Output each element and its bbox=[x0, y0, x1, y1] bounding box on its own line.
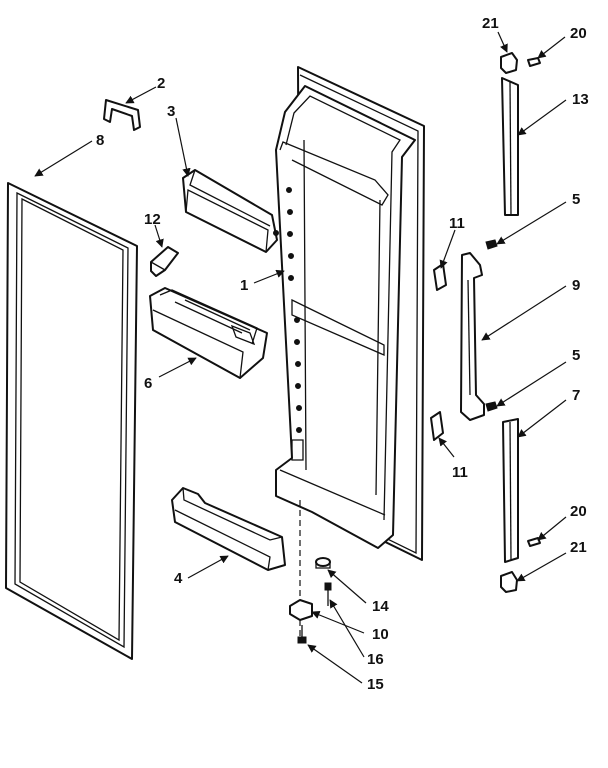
callout-6: 6 bbox=[144, 375, 152, 392]
leader-16 bbox=[329, 599, 365, 658]
callout-16: 16 bbox=[367, 651, 384, 668]
leader-10 bbox=[311, 610, 365, 634]
door-trim-top bbox=[501, 77, 519, 216]
leader-2 bbox=[125, 86, 157, 104]
callout-13: 13 bbox=[572, 91, 589, 108]
leader-14 bbox=[327, 569, 367, 604]
handle-end-cap-bottom bbox=[430, 411, 444, 441]
leader-9 bbox=[481, 285, 567, 341]
callout-9: 9 bbox=[572, 277, 580, 294]
leader-21b bbox=[516, 552, 567, 582]
door-bin bbox=[171, 487, 286, 571]
callout-21: 21 bbox=[570, 539, 587, 556]
leader-lines bbox=[34, 31, 567, 684]
door-gasket bbox=[5, 182, 138, 660]
callout-11: 11 bbox=[449, 215, 465, 232]
leader-3 bbox=[175, 117, 191, 177]
callout-4: 4 bbox=[174, 570, 183, 587]
callout-3: 3 bbox=[167, 103, 175, 120]
door-shelf-holes bbox=[286, 187, 302, 433]
hinge-cap-top bbox=[500, 52, 518, 74]
leader-12 bbox=[154, 224, 164, 248]
callout-20: 20 bbox=[570, 25, 587, 42]
leader-1 bbox=[253, 269, 285, 284]
leader-20a bbox=[537, 36, 566, 59]
callout-2: 2 bbox=[157, 75, 165, 92]
leader-13 bbox=[517, 99, 567, 136]
door-assembly bbox=[275, 66, 425, 561]
hinge-bushing bbox=[315, 557, 331, 569]
callout-15: 15 bbox=[367, 676, 384, 693]
callout-8: 8 bbox=[96, 132, 104, 149]
callout-21: 21 bbox=[482, 15, 499, 32]
leader-11a bbox=[439, 229, 456, 269]
leader-20b bbox=[537, 516, 567, 541]
gasket-clip bbox=[103, 99, 141, 131]
handle-screw-top bbox=[485, 239, 498, 250]
handle-end-cap-top bbox=[433, 263, 447, 291]
leader-4 bbox=[187, 555, 229, 579]
leader-6 bbox=[158, 357, 197, 378]
leader-5b bbox=[496, 361, 567, 407]
callout-1: 1 bbox=[240, 277, 248, 294]
callout-14: 14 bbox=[372, 598, 389, 615]
leader-5a bbox=[496, 201, 567, 245]
callout-10: 10 bbox=[372, 626, 389, 643]
door-handle bbox=[460, 252, 485, 421]
leader-7 bbox=[517, 399, 567, 438]
callout-20: 20 bbox=[570, 503, 587, 520]
handle-screw-bottom bbox=[485, 401, 498, 412]
screw-top bbox=[527, 57, 541, 67]
bottom-hinge-pin bbox=[297, 625, 307, 644]
callout-12: 12 bbox=[144, 211, 161, 228]
callout-11: 11 bbox=[452, 464, 468, 481]
screw-bottom bbox=[527, 537, 541, 547]
bin-retainer bbox=[150, 246, 179, 277]
hinge-screw bbox=[324, 582, 332, 606]
leader-21a bbox=[497, 31, 508, 53]
callout-5: 5 bbox=[572, 191, 580, 208]
dairy-bin bbox=[149, 287, 268, 380]
leader-11b bbox=[438, 437, 455, 458]
leader-15 bbox=[307, 644, 363, 684]
hinge-cap-bottom bbox=[500, 571, 518, 593]
leader-8 bbox=[34, 140, 93, 177]
hinge-bracket bbox=[289, 599, 313, 621]
dairy-door bbox=[182, 169, 279, 253]
door-trim-bottom bbox=[502, 418, 519, 563]
callout-7: 7 bbox=[572, 387, 580, 404]
callout-5: 5 bbox=[572, 347, 580, 364]
